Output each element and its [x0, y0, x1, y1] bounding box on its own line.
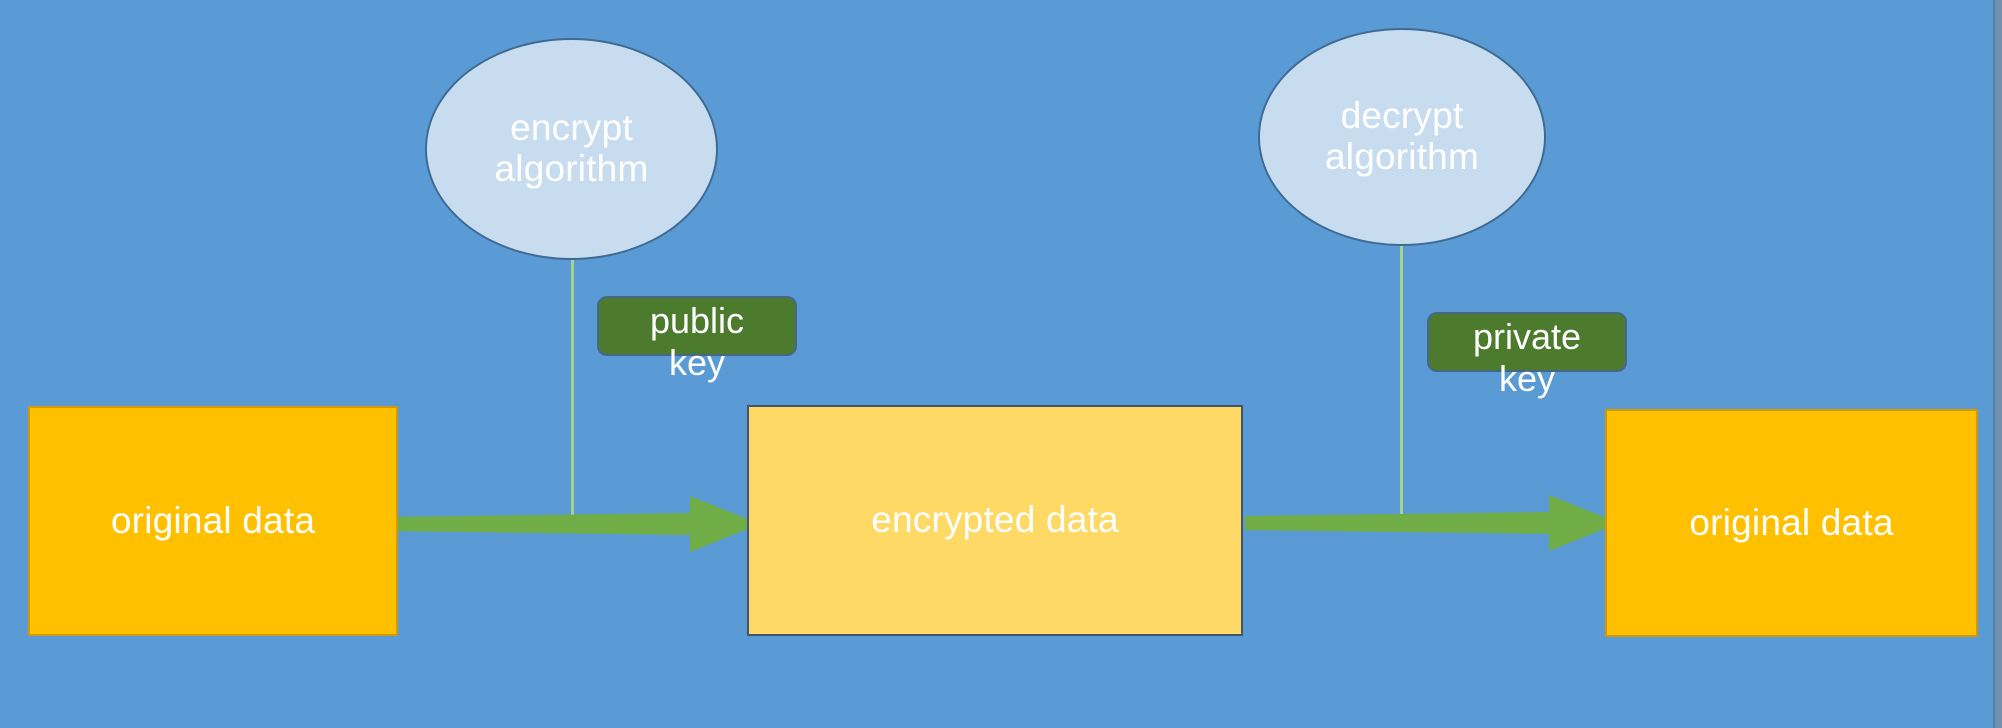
- decrypt-key-connector-line: [1400, 243, 1403, 525]
- original-data-right-label: original data: [1689, 501, 1894, 543]
- canvas-right-edge: [1995, 0, 2002, 728]
- encrypted-data-label: encrypted data: [871, 499, 1119, 541]
- decrypt-algorithm-label: decrypt algorithm: [1325, 95, 1479, 177]
- original-data-left-label: original data: [110, 499, 316, 541]
- private-key-label: private key: [1472, 316, 1582, 400]
- public-key-node[interactable]: public key: [597, 296, 797, 383]
- public-key-label: public key: [649, 300, 745, 384]
- encrypt-algorithm-node[interactable]: encrypt algorithm: [425, 38, 718, 260]
- original-data-right-node[interactable]: original data: [1605, 409, 1978, 637]
- private-key-node[interactable]: private key: [1427, 312, 1627, 399]
- encrypt-flow-arrow: [386, 496, 760, 552]
- encrypt-key-connector-line: [571, 256, 574, 528]
- decrypt-algorithm-node[interactable]: decrypt algorithm: [1258, 28, 1546, 246]
- encrypt-algorithm-label: encrypt algorithm: [494, 107, 649, 189]
- decrypt-flow-arrow: [1245, 495, 1619, 551]
- encrypted-data-node[interactable]: encrypted data: [747, 405, 1243, 636]
- canvas-right-edge-inner: [1993, 0, 1995, 728]
- original-data-left-node[interactable]: original data: [28, 406, 398, 636]
